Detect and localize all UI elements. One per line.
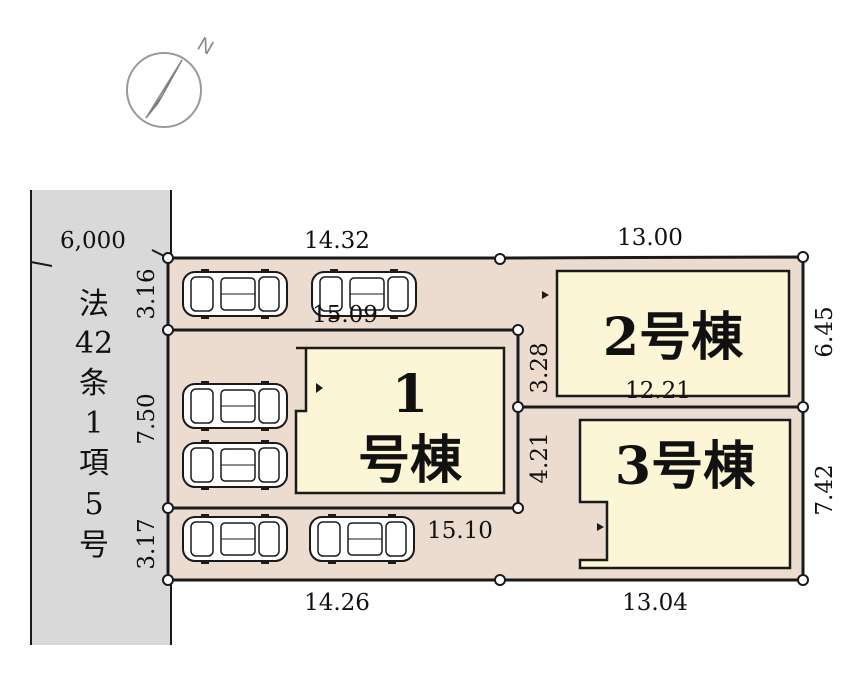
boundary-marker [512, 502, 524, 514]
compass: N [126, 33, 218, 128]
entrance-icon [316, 383, 323, 393]
entrance-icon [542, 291, 549, 299]
road-legal-char: 条 [79, 366, 109, 401]
car-icon [182, 514, 288, 564]
car-icon [311, 269, 417, 319]
dim-bottom-right: 13.04 [622, 590, 688, 616]
boundary-marker [162, 252, 174, 264]
road-width-label: 6,000 [60, 228, 126, 254]
boundary-marker [162, 324, 174, 336]
building-1 [294, 346, 506, 495]
road-legal-char: 項 [79, 446, 109, 481]
dim-right-lower: 7.42 [812, 464, 838, 515]
dim-right-upper: 6.45 [812, 306, 838, 357]
dim-lower-driveway: 15.10 [427, 518, 493, 544]
parking-cars [182, 269, 417, 564]
building-2 [555, 269, 791, 398]
boundary-marker [797, 251, 809, 263]
boundary-marker [797, 574, 809, 586]
boundary-marker [797, 401, 809, 413]
dim-top-left: 14.32 [304, 228, 370, 254]
building-3-label: 3号棟 [615, 436, 756, 497]
car-icon [309, 514, 415, 564]
car-icon [182, 440, 288, 490]
road-legal-char: 法 [79, 287, 109, 322]
dim-left-upper: 3.16 [134, 268, 160, 319]
lot1-boundary [168, 328, 520, 510]
boundary-marker [494, 574, 506, 586]
building-1-label: 号棟 [358, 430, 463, 491]
building-2-label: 2号棟 [603, 307, 744, 368]
road-legal-char: 5 [84, 487, 103, 522]
dim-left-lower: 3.17 [134, 518, 160, 569]
boundary-marker [162, 502, 174, 514]
road-area [31, 190, 171, 645]
dim-upper-driveway: 15.09 [312, 302, 378, 328]
dim-mid-width: 12.21 [625, 378, 691, 404]
road-legal-char: 号 [79, 528, 109, 563]
road-legal-char: 1 [84, 406, 103, 441]
building-1-number: 1 [392, 364, 428, 425]
boundary-marker [512, 324, 524, 336]
car-icon [182, 269, 288, 319]
boundary-markers [162, 251, 809, 586]
road-legal-label: 法 42 条 1 項 5 号 [75, 287, 113, 563]
building-3 [578, 418, 792, 570]
dim-left-middle: 7.50 [134, 393, 160, 444]
dim-inner-vertical-lower: 4.21 [527, 432, 553, 483]
dim-bottom-left: 14.26 [304, 590, 370, 616]
road-legal-char: 42 [75, 326, 113, 361]
boundary-marker [494, 253, 506, 265]
dim-inner-vertical-upper: 3.28 [527, 342, 553, 393]
compass-north-label: N [194, 33, 218, 59]
boundary-marker [512, 401, 524, 413]
boundary-marker [162, 574, 174, 586]
dim-top-right: 13.00 [617, 225, 683, 251]
entrance-icon [597, 523, 604, 531]
car-icon [182, 381, 288, 431]
